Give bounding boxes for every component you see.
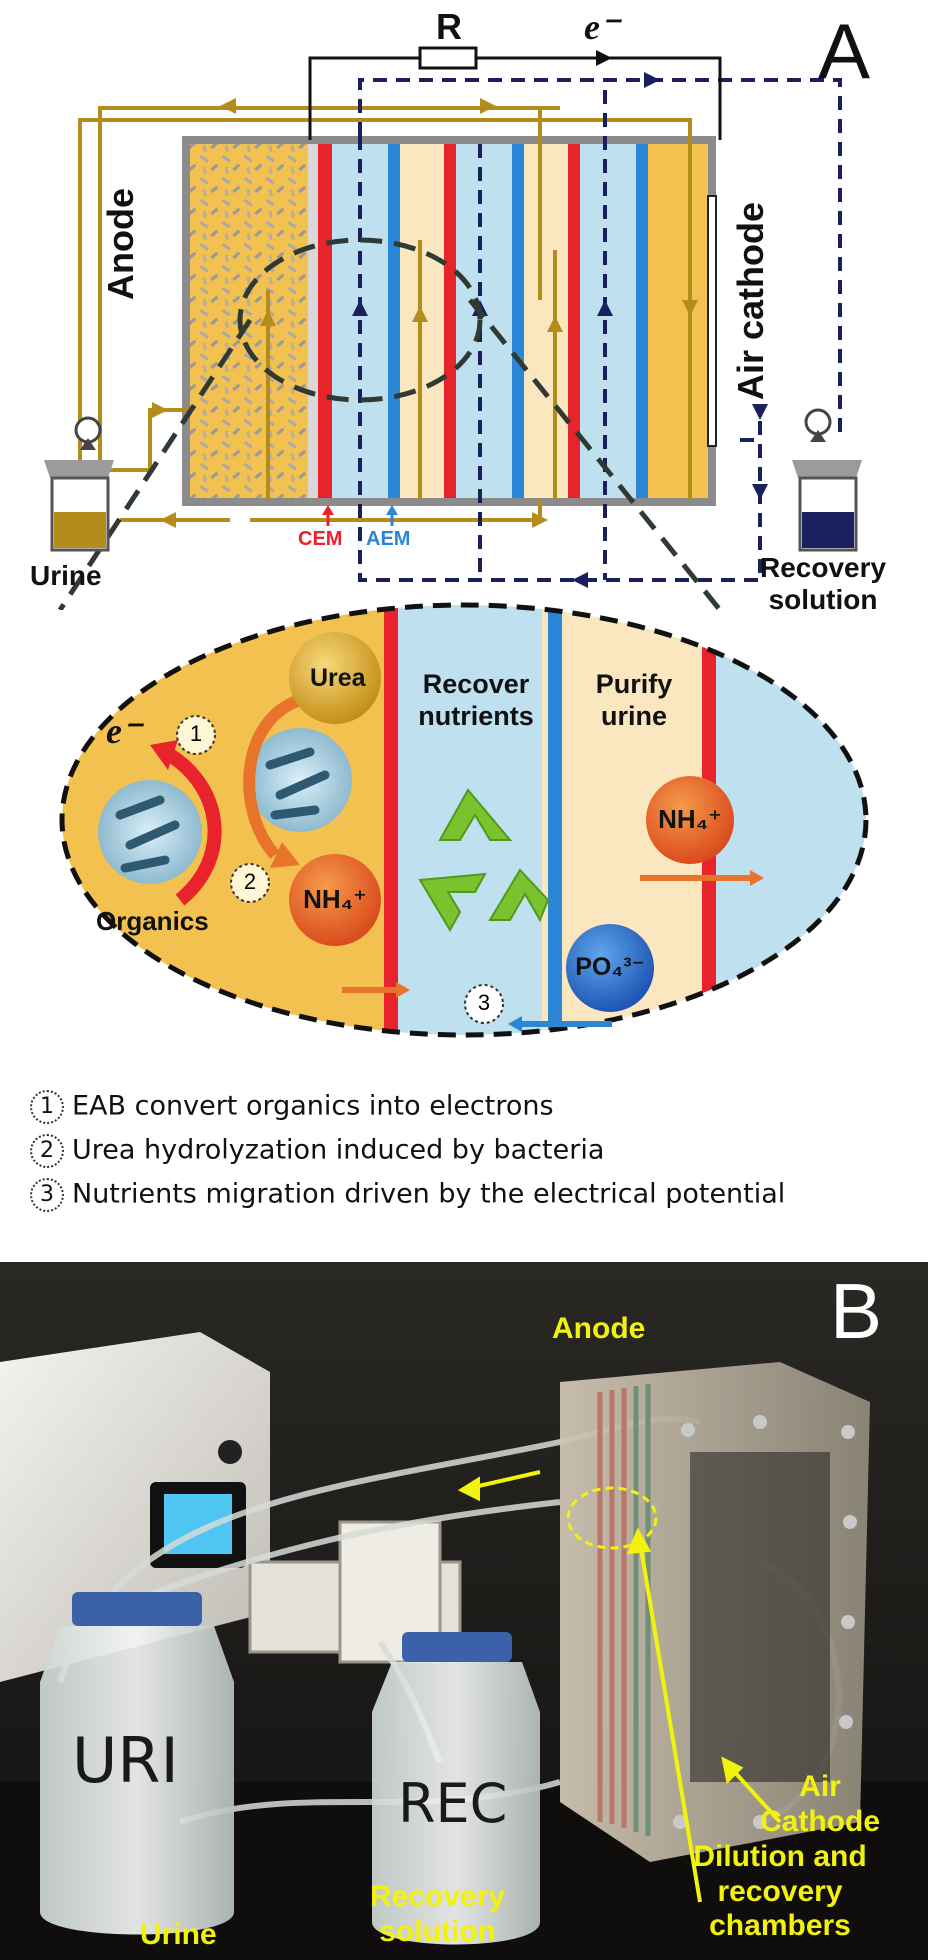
organics-label: Organics [96,906,209,936]
po4-label: PO₄³⁻ [575,953,645,981]
inset-ellipse [59,602,869,1038]
electron-label: e⁻ [584,7,619,47]
cell-schematic [44,46,862,610]
panel-a-letter: A [818,7,871,95]
nh4-molecule [646,776,734,864]
recovery-bottle-photo [372,1632,540,1945]
recovery-bottle-icon [792,408,862,552]
urine-label: Urine [30,560,102,591]
bacteria-icon [248,728,352,832]
nh4-label: NH₄⁺ [658,804,722,834]
step-2-marker: 2 [243,869,257,894]
recovery-solution-label: Recovery solution [760,552,887,615]
bottle-handwriting-rec: REC [398,1772,507,1835]
urine-bottle-icon [44,416,114,552]
step-3-marker: 3 [477,990,491,1015]
resistor-label: R [436,6,462,47]
photo-anode-label: Anode [552,1312,646,1345]
nh4-molecule [289,854,381,946]
urine-bottle-photo [40,1592,234,1935]
photo-urine-label: Urine [140,1918,217,1951]
panel-b-letter: B [830,1267,883,1355]
purify-urine-label: Purify urine [595,669,673,732]
cem-label: CEM [298,528,343,550]
urea-label: Urea [310,664,366,692]
photo-air-cathode-label: Air Cathode [760,1770,880,1838]
recover-nutrients-label: Recover nutrients [418,669,534,732]
recycle-icon [418,788,550,932]
photo-dilution-label: Dilution and recovery chambers [693,1840,867,1942]
device-photo: URI REC [0,1262,928,1960]
step-1-marker: 1 [189,721,203,746]
resistor [418,46,478,70]
photo-recovery-label: Recovery solution [370,1880,506,1948]
aem-label: AEM [366,528,411,550]
urea-molecule [289,632,381,724]
nh4-label: NH₄⁺ [303,884,367,914]
po4-molecule [566,924,654,1012]
inset-electron-label: e⁻ [106,711,141,751]
bottle-handwriting-uri: URI [72,1724,179,1797]
